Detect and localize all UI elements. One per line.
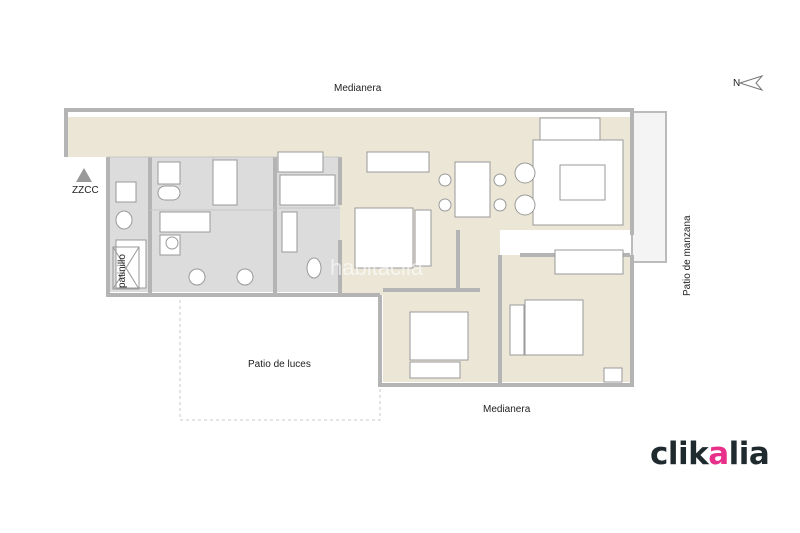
bottom-party-wall-label: Medianera <box>483 404 531 415</box>
clikalia-logo: clikalia <box>650 436 770 472</box>
top-party-wall-label: Medianera <box>334 83 382 94</box>
terrace <box>631 111 667 263</box>
watermark: habitaclia <box>330 255 424 280</box>
block-patio-label: Patio de manzana <box>682 215 693 296</box>
shaft-label: patinillo <box>117 254 128 288</box>
walls <box>64 108 634 387</box>
common-areas-label: ZZCC <box>72 185 99 196</box>
north-arrow-icon <box>738 74 764 92</box>
light-patio-label: Patio de luces <box>248 359 311 370</box>
light-patio-area <box>179 294 381 421</box>
north-label: N <box>733 78 740 89</box>
fixtures <box>115 117 624 383</box>
entrance-triangle-icon <box>76 168 92 182</box>
shaft <box>112 246 140 290</box>
